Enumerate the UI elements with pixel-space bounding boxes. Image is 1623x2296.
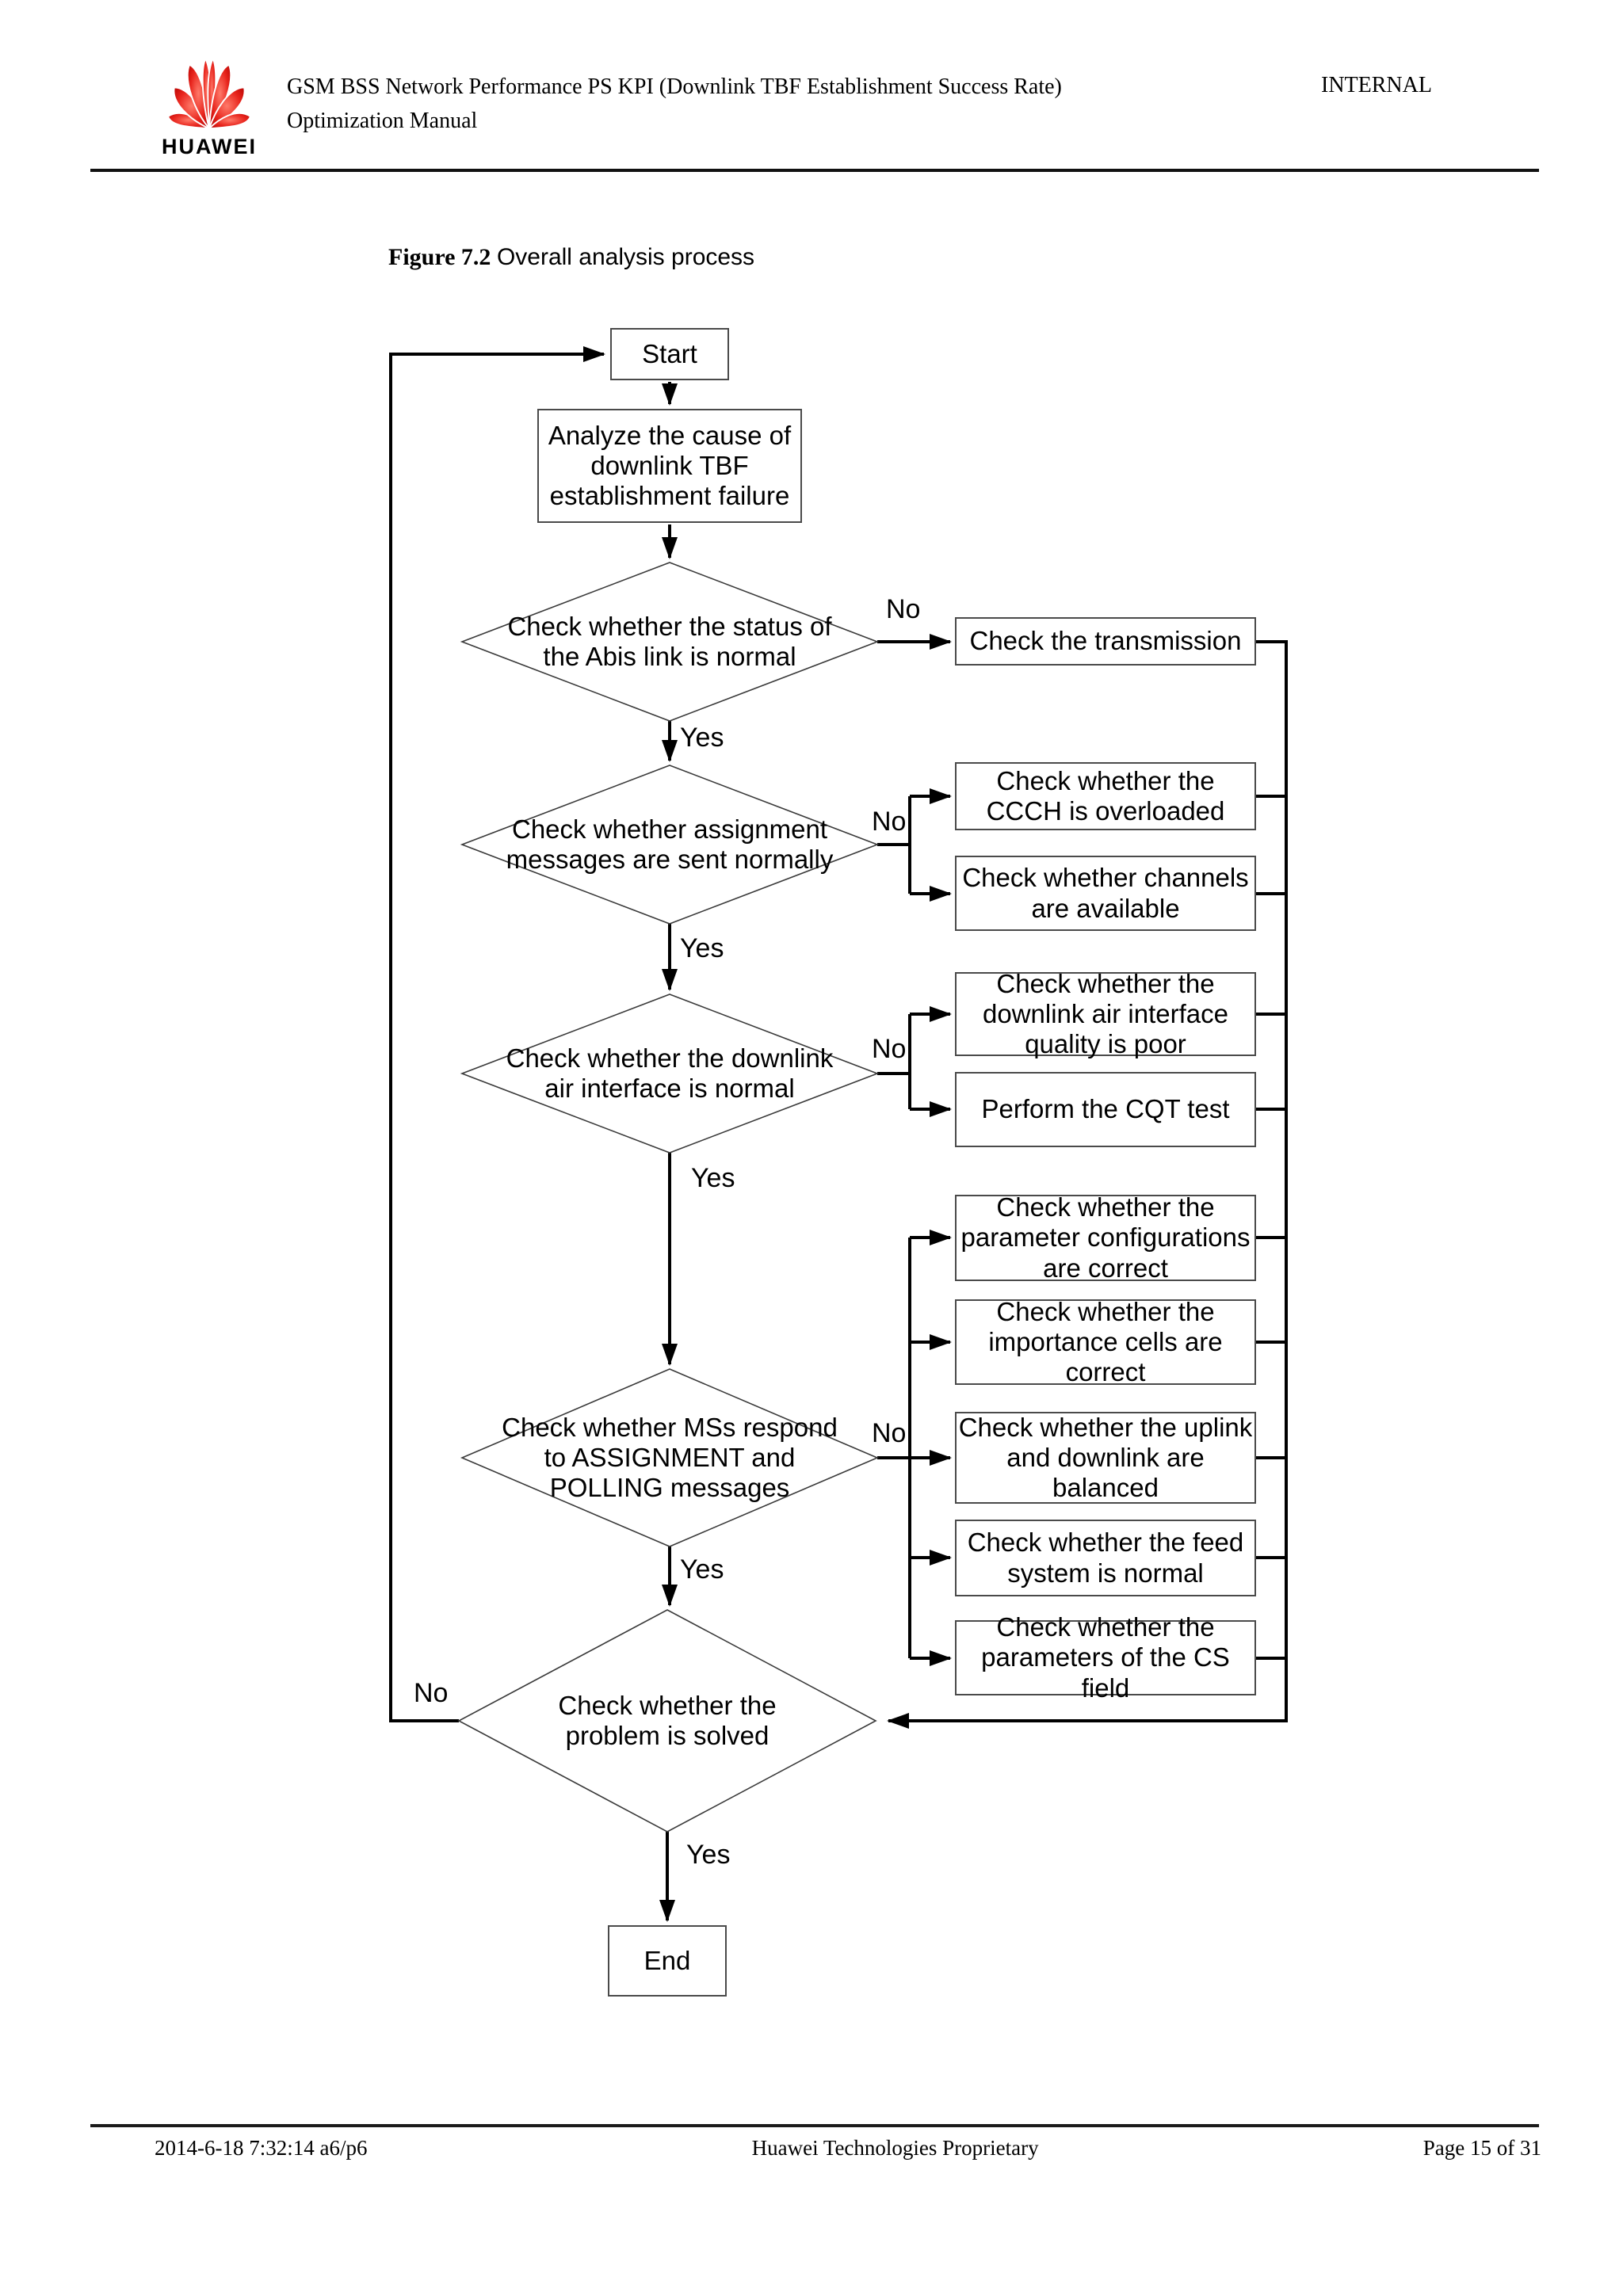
d5-no-label: No	[414, 1678, 449, 1708]
perform-cqt-node: Perform the CQT test	[955, 1072, 1256, 1147]
return-rail	[887, 640, 1288, 1729]
classification-label: INTERNAL	[1321, 73, 1432, 97]
check-uplink-downlink-node: Check whether the uplink and downlink ar…	[955, 1412, 1256, 1504]
footer: 2014-6-18 7:32:14 a6/p6 Huawei Technolog…	[155, 2136, 1541, 2161]
check-ccch-node: Check whether the CCCH is overloaded	[955, 762, 1256, 830]
check-transmission-node: Check the transmission	[955, 617, 1256, 666]
d1-no-label: No	[886, 594, 921, 624]
figure-title: Overall analysis process	[496, 244, 755, 270]
decision-air-text: Check whether the downlink air interface…	[506, 1043, 834, 1103]
check-importance-cells-node: Check whether the importance cells are c…	[955, 1297, 1256, 1386]
d4-no-label: No	[872, 1418, 907, 1448]
start-node: Start	[610, 328, 729, 380]
decision-assignment-text: Check whether assignment messages are se…	[506, 814, 834, 874]
loopback-no-line	[389, 346, 605, 1722]
document-title-line1: GSM BSS Network Performance PS KPI (Down…	[287, 74, 1062, 99]
d2-yes-label: Yes	[680, 933, 724, 963]
footer-proprietary: Huawei Technologies Proprietary	[751, 2136, 1039, 2160]
decision-assignment-outline	[460, 765, 880, 925]
d4-yes-label: Yes	[680, 1554, 724, 1585]
decision-abis-outline	[460, 562, 880, 722]
decision-abis-text: Check whether the status of the Abis lin…	[507, 611, 832, 671]
decision-problem-solved-text: Check whether the problem is solved	[558, 1690, 777, 1750]
footer-page-number: Page 15 of 31	[1423, 2136, 1541, 2160]
check-parameter-config-node: Check whether the parameter configuratio…	[955, 1192, 1256, 1283]
decision-ms-respond-text: Check whether MSs respond to ASSIGNMENT …	[502, 1412, 838, 1503]
figure-label: Figure 7.2	[388, 244, 491, 270]
d5-yes-label: Yes	[686, 1840, 731, 1870]
footer-divider	[90, 2124, 1539, 2127]
d1-yes-label: Yes	[680, 723, 724, 753]
decision-solved-outline	[457, 1609, 877, 1833]
analyze-cause-node: Analyze the cause of downlink TBF establ…	[537, 409, 802, 523]
check-cs-parameters-node: Check whether the parameters of the CS f…	[955, 1612, 1256, 1703]
decision-air-outline	[460, 994, 880, 1154]
huawei-logo-text: HUAWEI	[162, 135, 257, 158]
end-node: End	[608, 1925, 727, 1997]
check-channels-node: Check whether channels are available	[955, 856, 1256, 931]
d2-no-label: No	[872, 807, 907, 837]
footer-timestamp: 2014-6-18 7:32:14 a6/p6	[155, 2136, 368, 2160]
check-air-quality-node: Check whether the downlink air interface…	[955, 969, 1256, 1058]
decision-ms-outline	[460, 1368, 880, 1547]
figure-caption: Figure 7.2 Overall analysis process	[388, 244, 754, 271]
huawei-flower-icon	[167, 57, 251, 132]
d3-yes-label: Yes	[691, 1163, 735, 1193]
d3-no-label: No	[872, 1034, 907, 1064]
huawei-logo: HUAWEI	[161, 57, 258, 170]
check-feed-system-node: Check whether the feed system is normal	[955, 1520, 1256, 1596]
document-title-line2: Optimization Manual	[287, 109, 478, 134]
header-divider	[90, 169, 1539, 172]
document-title: GSM BSS Network Performance PS KPI (Down…	[287, 70, 1301, 139]
